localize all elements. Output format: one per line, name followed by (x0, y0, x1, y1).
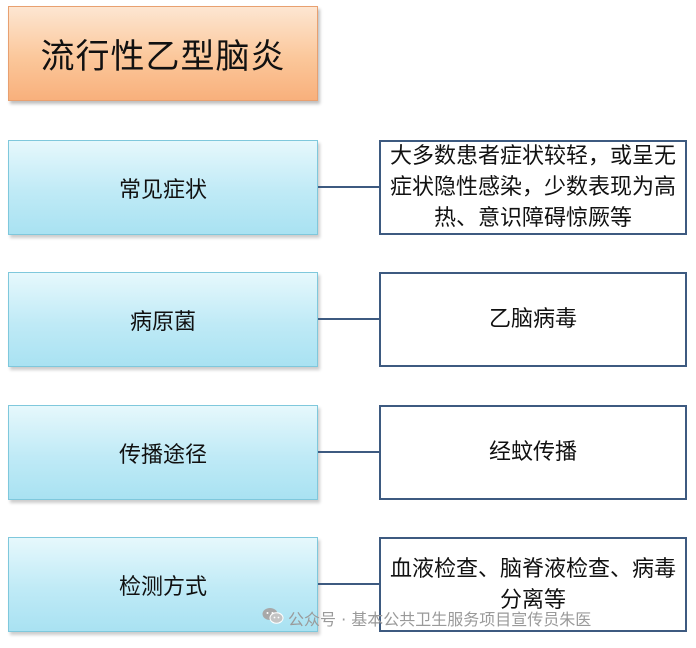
row-value-transmission: 经蚊传播 (379, 405, 687, 500)
row-label-symptoms: 常见症状 (8, 140, 318, 235)
row-value-detection: 血液检查、脑脊液检查、病毒分离等 (379, 537, 687, 632)
connector-line (318, 186, 379, 188)
wechat-icon (262, 607, 288, 629)
connector-line (318, 451, 379, 453)
row-label-detection: 检测方式 (8, 537, 318, 632)
row-label-pathogen: 病原菌 (8, 272, 318, 367)
connector-line (318, 583, 379, 585)
row-label-transmission: 传播途径 (8, 405, 318, 500)
row-value-symptoms: 大多数患者症状较轻，或呈无症状隐性感染，少数表现为高热、意识障碍惊厥等 (379, 140, 687, 235)
diagram-title: 流行性乙型脑炎 (8, 6, 318, 101)
row-value-pathogen: 乙脑病毒 (379, 272, 687, 367)
watermark: 公众号 · 基本公共卫生服务项目宣传员朱医 (262, 606, 591, 630)
watermark-text: 公众号 · 基本公共卫生服务项目宣传员朱医 (288, 610, 592, 629)
connector-line (318, 318, 379, 320)
